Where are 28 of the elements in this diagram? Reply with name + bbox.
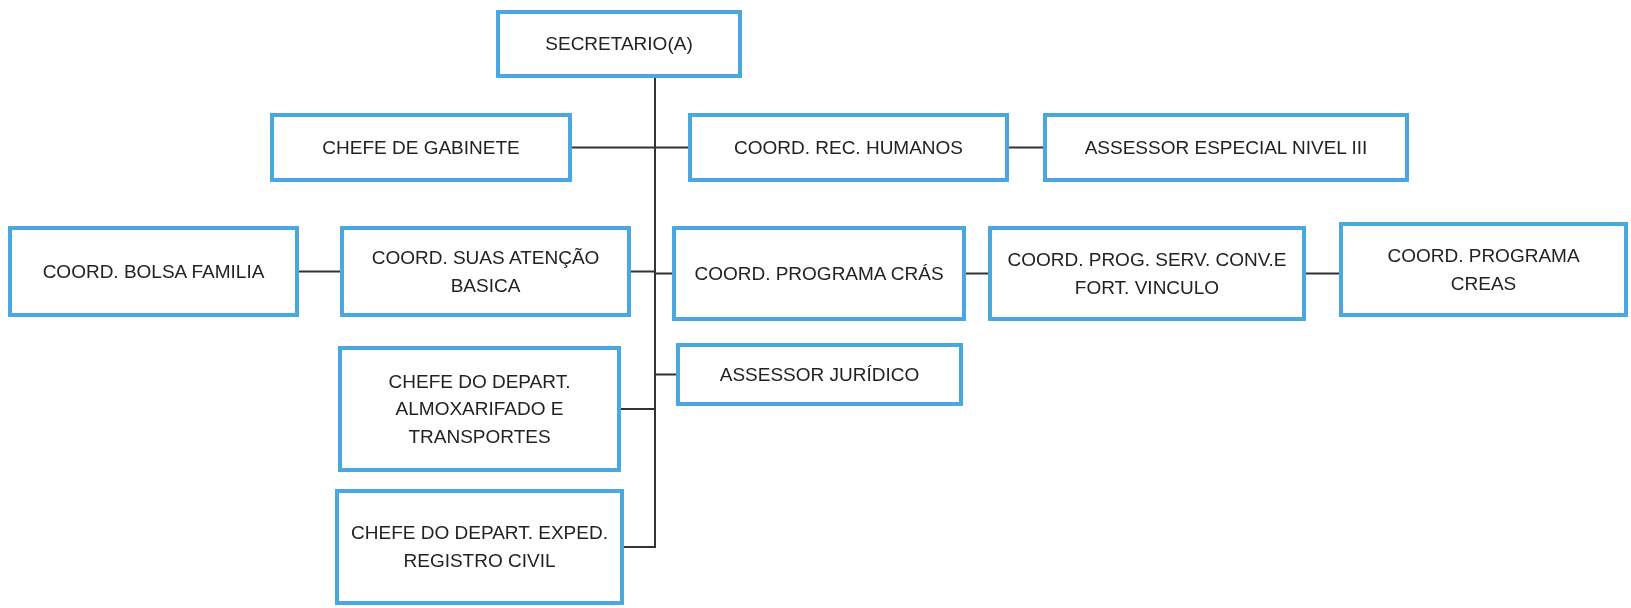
org-box: [676, 343, 963, 406]
org-box: [496, 10, 742, 78]
connector-line: [298, 270, 341, 273]
box-label: SECRETARIO(A): [545, 32, 693, 57]
box-label: COORD. SUAS ATENÇÃO BASICA: [370, 245, 601, 298]
org-box: [688, 113, 1009, 182]
box-label: COORD. BOLSA FAMILIA: [42, 259, 265, 284]
org-box: [340, 226, 631, 317]
org-box: [672, 226, 966, 321]
box-label: COORD. PROG. SERV. CONV.E FORT. VINCULO: [1006, 247, 1288, 300]
connector-line: [1008, 146, 1044, 149]
org-box: [8, 226, 299, 317]
box-label: COORD. PROGRAMA CREAS: [1386, 243, 1581, 296]
org-box: [270, 113, 572, 182]
connector-line: [1305, 272, 1340, 275]
box-label: CHEFE DE GABINETE: [322, 135, 520, 160]
box-label: COORD. PROGRAMA CRÁS: [694, 261, 944, 286]
org-box: [1339, 222, 1628, 317]
box-label: ASSESSOR ESPECIAL NIVEL III: [1084, 135, 1368, 160]
box-label: CHEFE DO DEPART. EXPED. REGISTRO CIVIL: [350, 521, 609, 573]
connector-line: [965, 272, 989, 275]
org-box: [1043, 113, 1409, 182]
org-box: [988, 226, 1306, 321]
box-label: COORD. REC. HUMANOS: [733, 135, 964, 160]
org-box: [338, 346, 621, 472]
box-label: CHEFE DO DEPART. ALMOXARIFADO E TRANSPORTES: [387, 369, 572, 449]
org-box: [335, 489, 624, 605]
box-label: ASSESSOR JURÍDICO: [719, 362, 920, 387]
